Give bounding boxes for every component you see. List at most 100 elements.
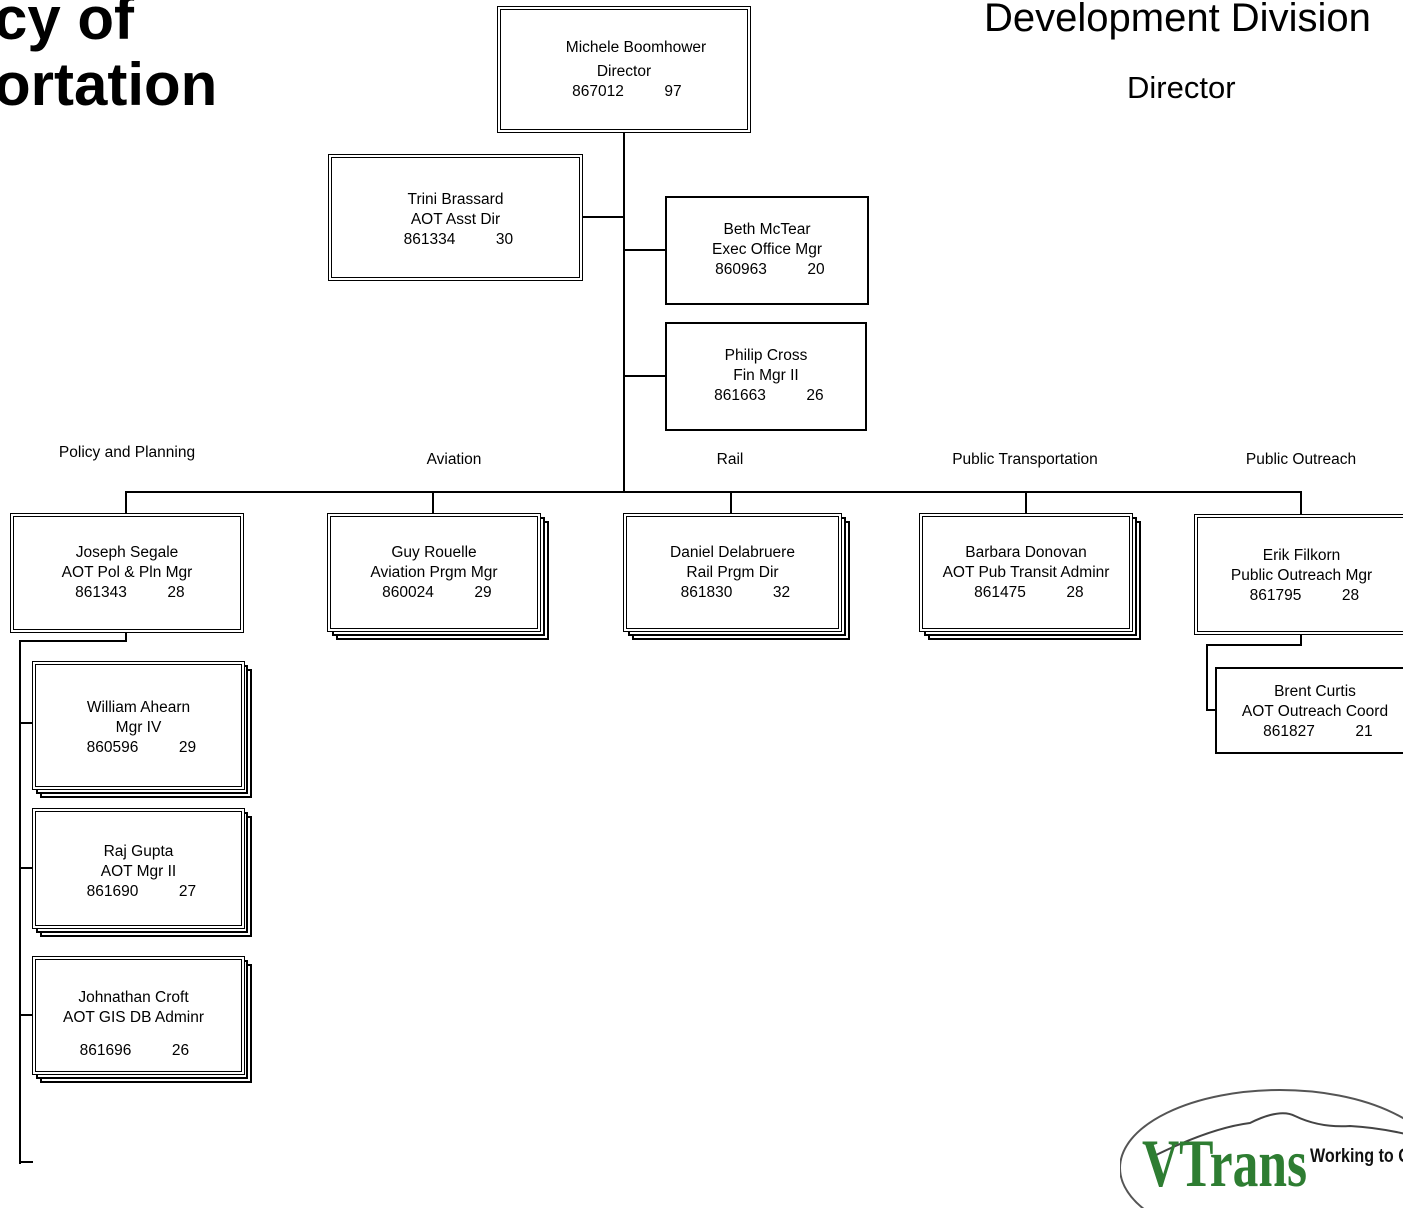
agency-title-line-1: cy of (0, 0, 135, 52)
position-code: 860024 (382, 584, 434, 601)
position-code: 861827 (1263, 723, 1315, 740)
position-code: 860963 (715, 261, 767, 278)
pay-grade: 27 (178, 883, 197, 900)
person-title: Mgr IV (115, 719, 162, 736)
pay-grade: 28 (167, 584, 185, 601)
mgr-iv-box[interactable]: William Ahearn Mgr IV 860596 29 (32, 661, 245, 790)
pay-grade: 21 (1355, 723, 1373, 740)
position-code: 861696 (79, 1042, 132, 1059)
exec-office-box[interactable]: Beth McTear Exec Office Mgr 860963 20 (665, 196, 869, 305)
division-title: Development Division (984, 0, 1371, 40)
logo-mountain-icon (1149, 1112, 1403, 1159)
person-name: Beth McTear (723, 221, 811, 238)
person-title: AOT Mgr II (100, 863, 177, 880)
pay-grade: 26 (806, 387, 824, 404)
person-title: Exec Office Mgr (712, 241, 822, 258)
pay-grade: 28 (1066, 584, 1084, 601)
division-subtitle: Director (1127, 70, 1236, 105)
section-label-aviation: Aviation (426, 451, 482, 468)
position-code: 860596 (86, 739, 139, 756)
policy-sub-bar (19, 640, 127, 642)
agency-title-line-2: ortation (0, 51, 218, 118)
pay-grade: 26 (171, 1042, 190, 1059)
person-title: Public Outreach Mgr (1230, 567, 1373, 584)
pay-grade: 20 (807, 261, 825, 278)
section-label-policy: Policy and Planning (58, 444, 196, 461)
gis-connector (19, 1014, 33, 1016)
section-label-public-outreach: Public Outreach (1245, 451, 1357, 468)
person-name: Joseph Segale (75, 544, 179, 561)
person-title: Fin Mgr II (733, 367, 799, 384)
vtrans-logo: VTrans Working to Get Y (1120, 1089, 1403, 1208)
person-name: William Ahearn (86, 699, 191, 716)
section-label-public-transportation: Public Transportation (952, 451, 1098, 468)
outreach-coord-connector (1206, 709, 1217, 711)
asst-dir-connector (581, 216, 625, 218)
position-code: 861663 (714, 387, 766, 404)
pay-grade: 29 (178, 739, 197, 756)
policy-sub-trunk (19, 640, 21, 1164)
pay-grade: 32 (772, 584, 791, 601)
person-title: Aviation Prgm Mgr (370, 564, 498, 581)
rail-dir-box[interactable]: Daniel Delabruere Rail Prgm Dir 861830 3… (623, 513, 842, 632)
person-name: Brent Curtis (1274, 683, 1356, 700)
person-title: Director (596, 63, 652, 80)
person-title: AOT Pub Transit Adminr (942, 564, 1110, 581)
section-bar (125, 491, 1302, 493)
person-title: Rail Prgm Dir (686, 564, 779, 581)
position-code: 861334 (403, 231, 456, 248)
pay-grade: 28 (1341, 587, 1360, 604)
outreach-mgr-box[interactable]: Erik Filkorn Public Outreach Mgr 861795 … (1194, 514, 1403, 635)
agency-title: cy of ortation (0, 0, 217, 118)
fin-mgr-box[interactable]: Philip Cross Fin Mgr II 861663 26 (665, 322, 867, 431)
person-name: Johnathan Croft (78, 989, 189, 1006)
position-code: 861795 (1249, 587, 1302, 604)
fin-mgr-connector (623, 375, 666, 377)
logo-brand: VTrans (1142, 1125, 1307, 1201)
logo-tagline: Working to Get Y (1310, 1146, 1403, 1167)
position-code: 861830 (680, 584, 733, 601)
trunk-line (623, 132, 625, 493)
exec-office-connector (623, 249, 666, 251)
asst-dir-box[interactable]: Trini Brassard AOT Asst Dir 861334 30 (328, 154, 583, 281)
pay-grade: 30 (495, 231, 514, 248)
aviation-drop (432, 491, 434, 515)
person-name: Daniel Delabruere (670, 544, 795, 561)
gis-admin-box[interactable]: Johnathan Croft AOT GIS DB Adminr 861696… (32, 956, 245, 1075)
person-title: AOT Asst Dir (410, 211, 501, 228)
outreach-drop (1300, 491, 1302, 515)
logo-oval (1120, 1089, 1403, 1208)
policy-sub-drop (125, 631, 127, 642)
person-title: AOT Pol & Pln Mgr (61, 564, 193, 581)
outreach-sub-bar (1206, 644, 1302, 646)
trunk-end (19, 1161, 33, 1163)
position-code: 861343 (75, 584, 127, 601)
rail-drop (730, 491, 732, 515)
policy-drop (125, 491, 127, 515)
position-code: 867012 (572, 83, 624, 100)
pay-grade: 29 (474, 584, 492, 601)
person-name: Barbara Donovan (965, 544, 1087, 561)
section-label-rail: Rail (716, 451, 744, 468)
person-name: Michele Boomhower (565, 39, 707, 56)
person-name: Philip Cross (724, 347, 808, 364)
outreach-sub-trunk (1206, 644, 1208, 710)
position-code: 861690 (86, 883, 139, 900)
policy-mgr-box[interactable]: Joseph Segale AOT Pol & Pln Mgr 861343 2… (10, 513, 244, 633)
person-name: Erik Filkorn (1262, 547, 1341, 564)
mgr-ii-connector (19, 867, 33, 869)
transit-admin-box[interactable]: Barbara Donovan AOT Pub Transit Adminr 8… (919, 513, 1133, 632)
person-name: Guy Rouelle (391, 544, 477, 561)
mgr-ii-box[interactable]: Raj Gupta AOT Mgr II 861690 27 (32, 808, 245, 929)
position-code: 861475 (974, 584, 1026, 601)
aviation-mgr-box[interactable]: Guy Rouelle Aviation Prgm Mgr 860024 29 (327, 513, 541, 632)
person-title: AOT GIS DB Adminr (63, 1009, 204, 1026)
outreach-coord-box[interactable]: Brent Curtis AOT Outreach Coord 861827 2… (1215, 667, 1403, 754)
pay-grade: 97 (664, 83, 682, 100)
outreach-sub-drop (1300, 631, 1302, 645)
mgr-iv-connector (19, 722, 33, 724)
person-name: Trini Brassard (407, 191, 504, 208)
transit-drop (1025, 491, 1027, 515)
person-title: AOT Outreach Coord (1241, 703, 1389, 720)
director-box[interactable]: Michele Boomhower Director 867012 97 (497, 6, 751, 133)
